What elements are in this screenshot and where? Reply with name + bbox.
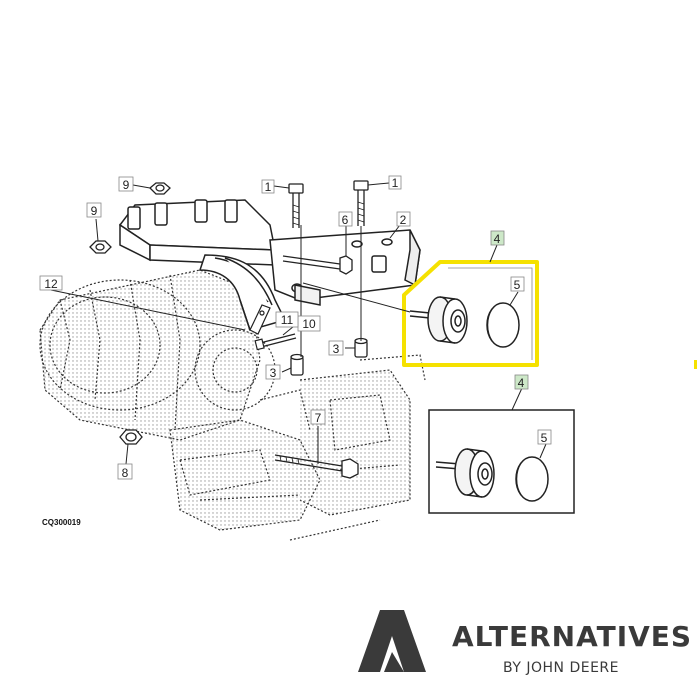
bolt-10 <box>254 333 297 351</box>
brand-tagline: BY JOHN DEERE <box>503 660 619 676</box>
callout-1-left: 1 <box>261 179 275 194</box>
spacer-3-left <box>290 353 304 376</box>
callout-4-upper: 4 <box>490 230 505 246</box>
callout-12: 12 <box>39 275 63 291</box>
diagram-code: CQ300019 <box>42 518 81 527</box>
callout-6: 6 <box>338 211 353 227</box>
callout-8: 8 <box>117 463 133 480</box>
svg-text:3: 3 <box>270 366 277 380</box>
callout-1-right: 1 <box>388 175 402 190</box>
svg-text:10: 10 <box>302 317 316 331</box>
callout-11: 11 <box>275 311 299 328</box>
svg-text:6: 6 <box>342 213 349 227</box>
callout-9-top: 9 <box>118 176 134 192</box>
svg-text:3: 3 <box>333 342 340 356</box>
highlight-frame <box>402 260 539 367</box>
brand-name: ALTERNATIVES <box>452 620 692 653</box>
svg-text:11: 11 <box>281 313 294 327</box>
bolt-1-left <box>288 183 304 228</box>
callout-3-left: 3 <box>265 364 281 380</box>
bolt-1-right <box>353 180 369 226</box>
callout-2: 2 <box>396 211 411 227</box>
callout-9-left: 9 <box>86 202 102 218</box>
highlight-frame-inner <box>448 267 533 360</box>
svg-text:4: 4 <box>518 376 525 390</box>
svg-text:8: 8 <box>122 466 129 480</box>
svg-text:5: 5 <box>541 431 548 445</box>
svg-text:9: 9 <box>91 204 98 218</box>
detail-frame <box>428 409 575 514</box>
svg-text:7: 7 <box>315 411 322 425</box>
callout-4-lower: 4 <box>514 374 529 390</box>
logo-mark-icon <box>358 610 426 672</box>
spacer-3-right <box>354 337 368 358</box>
nut-9-top <box>149 182 171 195</box>
callout-10: 10 <box>297 315 321 332</box>
callout-5-lower: 5 <box>537 429 552 445</box>
alternatives-logo: ALTERNATIVES BY JOHN DEERE <box>358 610 692 676</box>
svg-text:1: 1 <box>392 176 399 190</box>
svg-text:1: 1 <box>265 180 272 194</box>
idler-pulley-upper <box>409 296 468 344</box>
svg-text:12: 12 <box>44 277 58 291</box>
svg-text:5: 5 <box>514 278 521 292</box>
dust-cap-lower <box>515 456 549 502</box>
callout-5-upper: 5 <box>510 276 525 292</box>
nut-8 <box>119 429 143 445</box>
svg-text:2: 2 <box>400 213 407 227</box>
edge-mark <box>694 360 697 369</box>
nut-9-left <box>89 240 112 254</box>
link-11 <box>249 304 271 335</box>
bolt-7 <box>274 454 359 479</box>
idler-pulley-lower <box>435 448 495 498</box>
dust-cap-upper <box>486 302 520 348</box>
svg-text:4: 4 <box>494 232 501 246</box>
callout-3-right: 3 <box>328 340 344 356</box>
callout-7: 7 <box>310 409 326 425</box>
svg-text:9: 9 <box>123 178 130 192</box>
engine-texture <box>40 270 410 530</box>
